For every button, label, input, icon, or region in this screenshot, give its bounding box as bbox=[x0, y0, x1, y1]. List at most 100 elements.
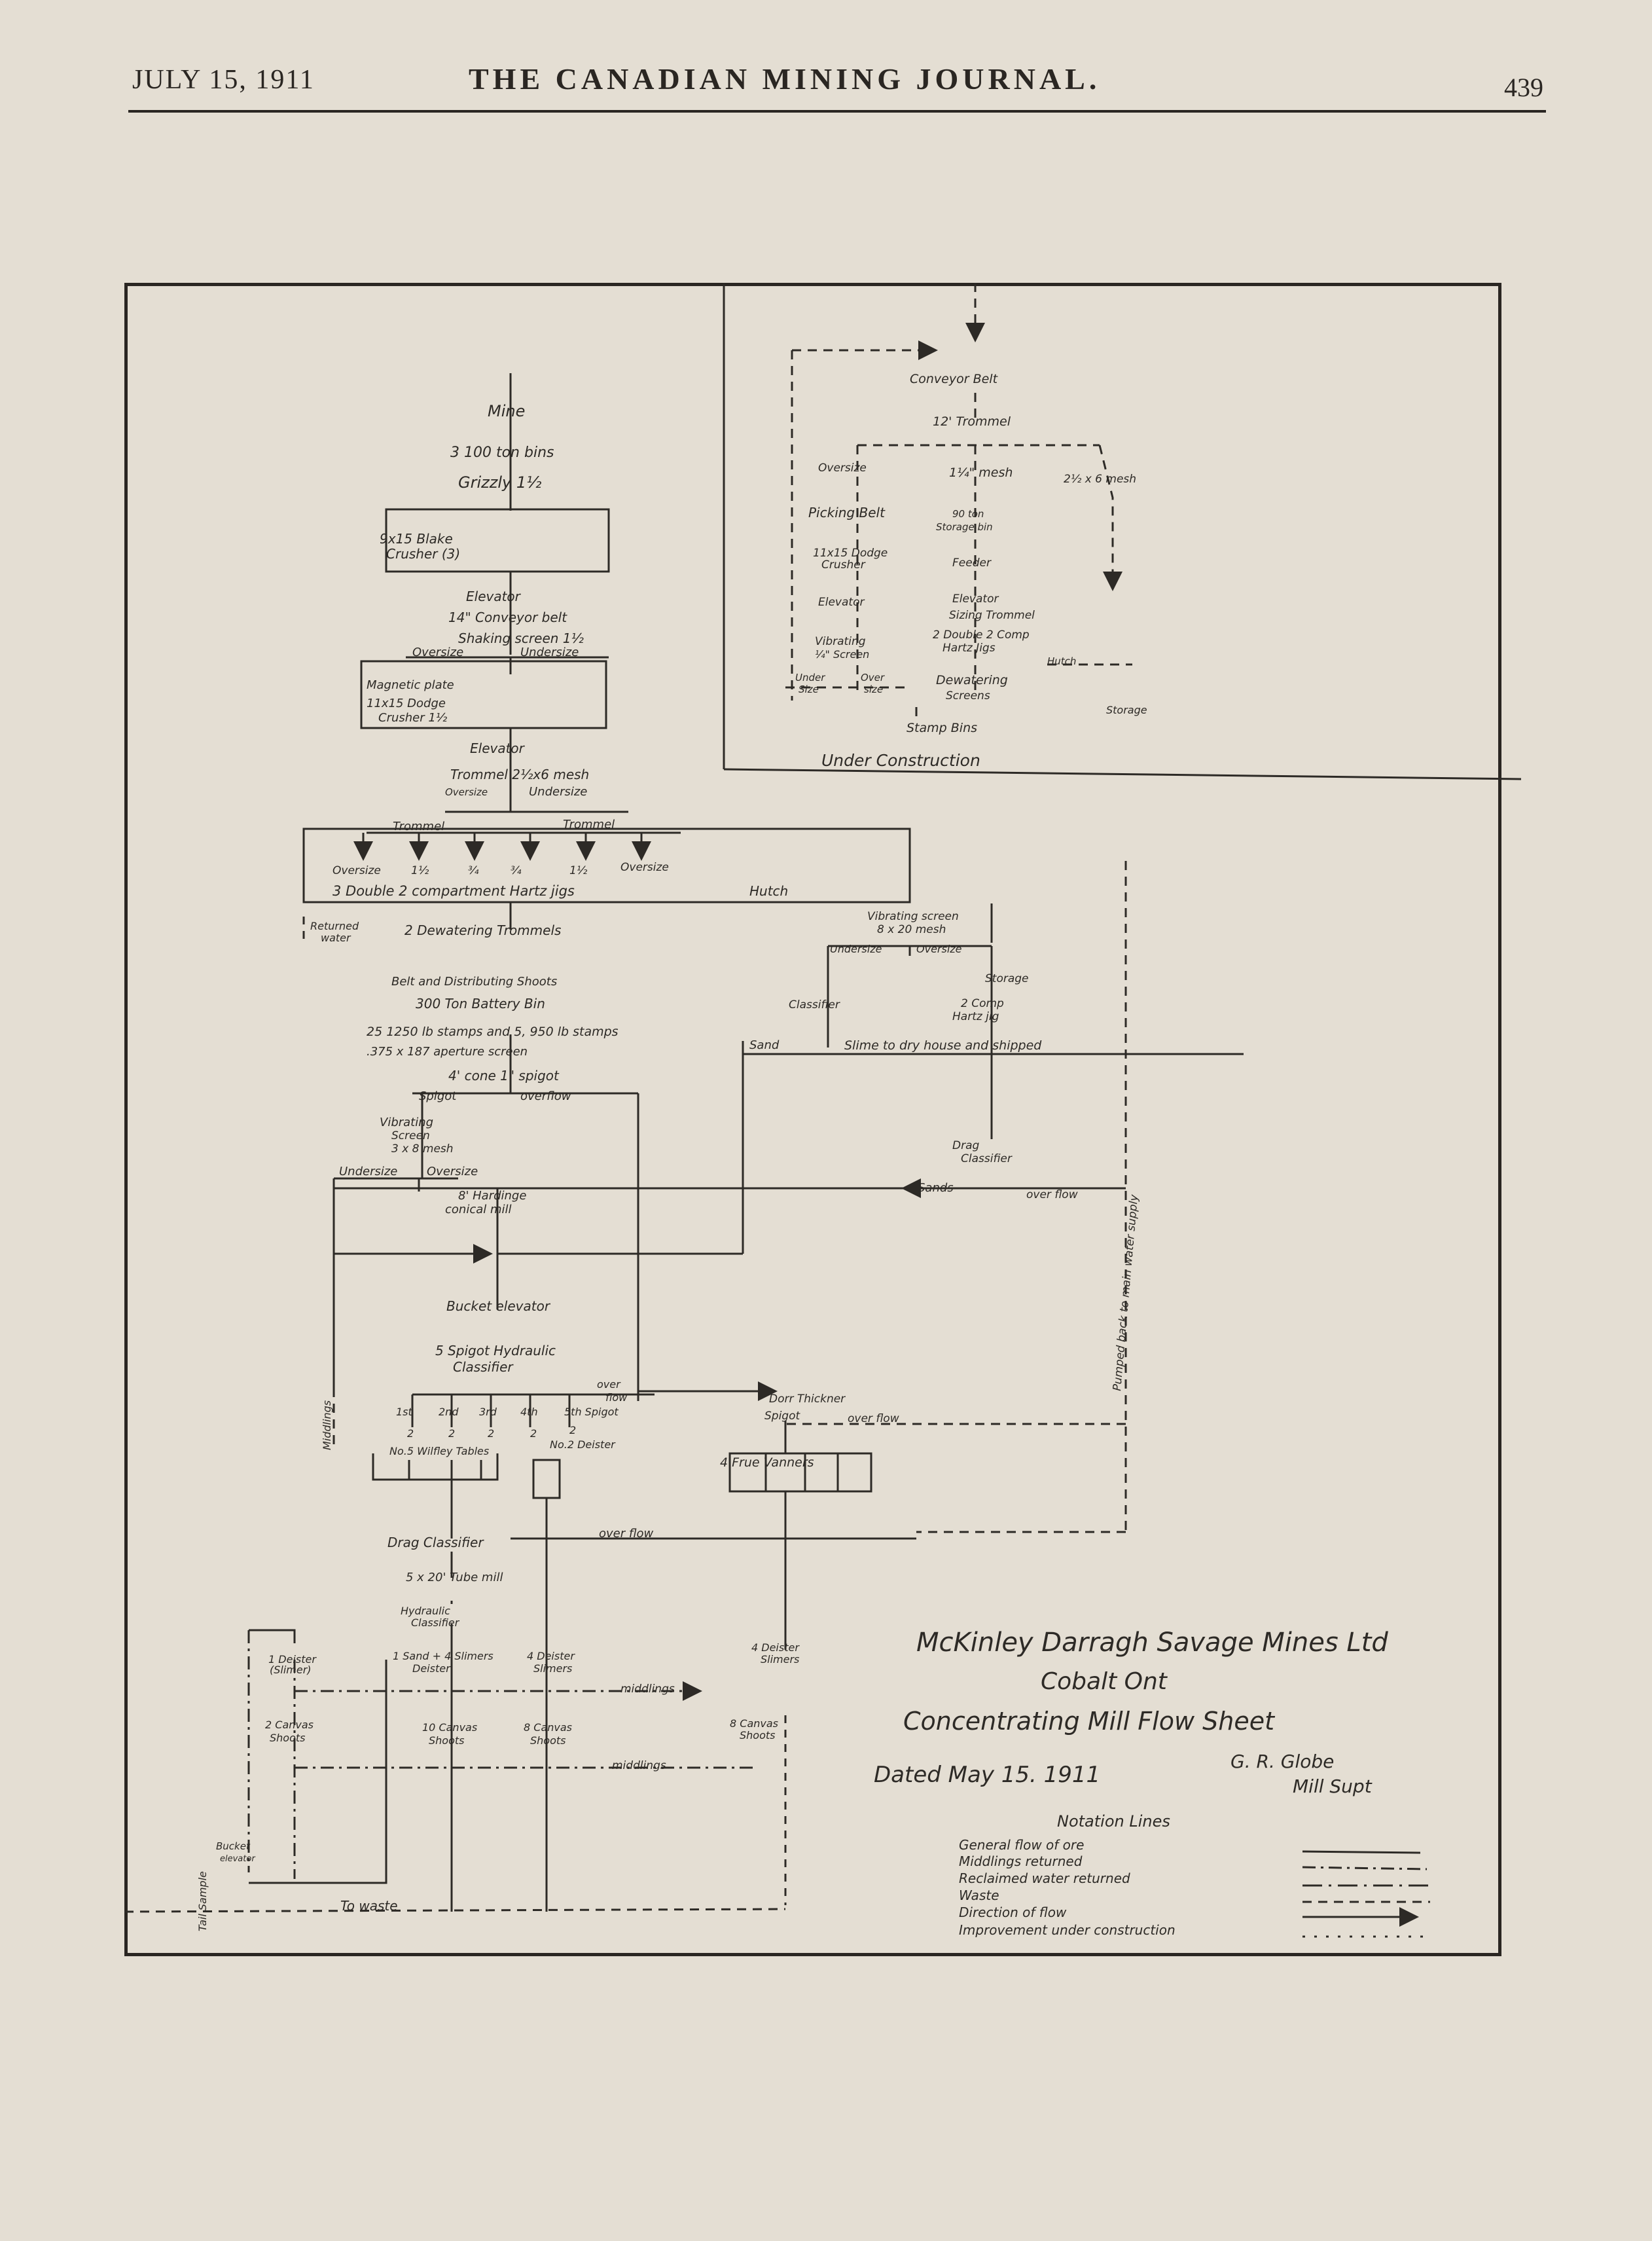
label-spigot-3: 3rd bbox=[479, 1406, 497, 1418]
inset-bin-a: 90 ton bbox=[952, 508, 984, 520]
label-r-pumped: Pumped back to main water supply bbox=[1111, 1193, 1141, 1392]
title-block: McKinley Darragh Savage Mines Ltd Cobalt… bbox=[874, 1628, 1388, 1797]
label-spigot-4: 4th bbox=[520, 1406, 538, 1418]
author: G. R. Globe bbox=[1230, 1751, 1334, 1772]
inset-storage: Storage bbox=[1106, 704, 1147, 716]
label-cone: 4' cone 1" spigot bbox=[448, 1068, 560, 1084]
inset-oversize: Oversize bbox=[818, 462, 867, 475]
label-wilfley: No.5 Wilfley Tables bbox=[389, 1445, 489, 1457]
label-d4-a: 4 Deister bbox=[751, 1641, 800, 1654]
label-oversize-1: Oversize bbox=[412, 646, 463, 659]
label-frue: 4 Frue Vanners bbox=[720, 1455, 814, 1470]
label-count-3: 2 bbox=[488, 1427, 494, 1440]
label-d3-a: 4 Deister bbox=[527, 1650, 575, 1662]
label-over-b: flow bbox=[605, 1391, 628, 1404]
legend-item: Waste bbox=[959, 1887, 999, 1903]
inset-vib-b: ¼" Screen bbox=[815, 648, 869, 661]
label-grizzly: Grizzly 1½ bbox=[458, 473, 541, 492]
inset-bin-b: Storage bin bbox=[936, 521, 993, 533]
inset-dodge-a: 11x15 Dodge bbox=[813, 547, 888, 560]
inset-labels: Conveyor Belt 12' Trommel Oversize 1¼" m… bbox=[795, 372, 1147, 770]
label-d4-b: Slimers bbox=[761, 1653, 799, 1666]
label-undersize-3: Undersize bbox=[339, 1165, 397, 1178]
label-spigot-5: 5th Spigot bbox=[564, 1406, 619, 1418]
label-r-undersize: Undersize bbox=[830, 943, 882, 955]
label-bins: 3 100 ton bins bbox=[450, 445, 554, 461]
label-trommel-left: Trommel bbox=[393, 820, 444, 833]
label-c4-b: Shoots bbox=[740, 1729, 775, 1741]
label-jigs: 3 Double 2 compartment Hartz jigs bbox=[332, 883, 575, 899]
label-hardinge-b: conical mill bbox=[445, 1203, 512, 1216]
label-t-oversize-left: Oversize bbox=[332, 864, 381, 877]
label-over-a: over bbox=[597, 1378, 621, 1391]
label-spigot: Spigot bbox=[419, 1089, 457, 1103]
inset-dew-b: Screens bbox=[946, 689, 990, 702]
label-r-drag-b: Classifier bbox=[961, 1152, 1013, 1165]
label-r-drag-a: Drag bbox=[952, 1139, 979, 1152]
label-dodge-a: 11x15 Dodge bbox=[367, 697, 446, 710]
label-t-oversize-right: Oversize bbox=[620, 861, 669, 874]
label-spigot-2: 2nd bbox=[439, 1406, 459, 1418]
label-r-oversize: Oversize bbox=[916, 943, 962, 955]
inset-stamp: Stamp Bins bbox=[907, 721, 977, 735]
label-belt: Belt and Distributing Shoots bbox=[391, 975, 557, 989]
inset-feeder: Feeder bbox=[952, 556, 992, 570]
label-r-storage: Storage bbox=[985, 972, 1029, 985]
notation-legend: Notation Lines General flow of ore Middl… bbox=[959, 1812, 1176, 1938]
label-c2-b: Shoots bbox=[429, 1734, 464, 1747]
label-c1-b: Shoots bbox=[270, 1732, 305, 1744]
label-spigot-1: 1st bbox=[396, 1406, 413, 1418]
flow-sheet-frame bbox=[124, 283, 1501, 1956]
label-count-2: 2 bbox=[448, 1427, 455, 1440]
inset-under-b: Size bbox=[799, 683, 819, 695]
label-c3-a: 8 Canvas bbox=[524, 1721, 572, 1734]
label-count-4: 2 bbox=[530, 1427, 537, 1440]
label-bucket-2-b: elevator bbox=[220, 1854, 256, 1864]
label-hutch: Hutch bbox=[749, 883, 788, 899]
label-tube: 5 x 20' Tube mill bbox=[406, 1571, 503, 1584]
flow-lines bbox=[124, 283, 1522, 1938]
main-flow-labels: Mine 3 100 ton bins Grizzly 1½ 9x15 Blak… bbox=[196, 402, 899, 1931]
label-d3-b: Slimers bbox=[533, 1662, 572, 1675]
label-c2-a: 10 Canvas bbox=[422, 1721, 477, 1734]
legend-item: Improvement under construction bbox=[959, 1922, 1176, 1938]
label-trommel-right: Trommel bbox=[563, 818, 615, 831]
label-r-slime: Slime to dry house and shipped bbox=[844, 1038, 1042, 1053]
label-returned-a: Returned bbox=[310, 920, 359, 932]
label-shaking: Shaking screen 1½ bbox=[458, 630, 584, 646]
label-drag: Drag Classifier bbox=[387, 1535, 484, 1550]
inset-hutch: Hutch bbox=[1047, 655, 1076, 667]
label-r-classifier: Classifier bbox=[789, 998, 840, 1011]
label-c4-a: 8 Canvas bbox=[730, 1717, 778, 1730]
journal-title: THE CANADIAN MINING JOURNAL. bbox=[469, 62, 1101, 96]
label-tail: Tail Sample bbox=[196, 1871, 209, 1931]
inset-jigs-b: Hartz Jigs bbox=[943, 642, 996, 655]
label-hydraulic-a: 5 Spigot Hydraulic bbox=[435, 1343, 556, 1358]
label-r-overflow: over flow bbox=[1026, 1188, 1078, 1201]
label-hydr2-a: Hydraulic bbox=[401, 1605, 450, 1617]
label-count-5: 2 bbox=[569, 1424, 576, 1436]
label-waste: To waste bbox=[340, 1898, 398, 1914]
label-overflow-1: overflow bbox=[520, 1089, 571, 1103]
legend-item: Reclaimed water returned bbox=[959, 1870, 1130, 1886]
label-dewatering: 2 Dewatering Trommels bbox=[404, 922, 561, 938]
label-elevator-1: Elevator bbox=[466, 589, 522, 604]
label-stamps: 25 1250 lb stamps and 5, 950 lb stamps bbox=[367, 1025, 619, 1039]
label-bucket: Bucket elevator bbox=[446, 1298, 551, 1314]
label-overflow-2: over flow bbox=[599, 1527, 654, 1540]
label-trommel: Trommel 2½x6 mesh bbox=[450, 767, 589, 782]
label-r-vib-a: Vibrating screen bbox=[867, 910, 959, 923]
label-mine: Mine bbox=[488, 402, 525, 420]
company-name: McKinley Darragh Savage Mines Ltd bbox=[916, 1628, 1388, 1658]
label-returned-b: water bbox=[321, 932, 351, 944]
label-undersize-1: Undersize bbox=[520, 646, 579, 659]
label-dorr-over: over flow bbox=[848, 1412, 899, 1425]
label-d1-b: (Slimer) bbox=[270, 1664, 312, 1676]
inset-conveyor: Conveyor Belt bbox=[910, 372, 999, 386]
inset-elevator-r: Elevator bbox=[952, 592, 999, 606]
label-middlings-3: middlings bbox=[612, 1759, 666, 1772]
dated: Dated May 15. 1911 bbox=[874, 1762, 1100, 1788]
label-aperture: .375 x 187 aperture screen bbox=[367, 1045, 528, 1059]
inset-elevator-l: Elevator bbox=[818, 596, 865, 609]
inset-vib-a: Vibrating bbox=[815, 635, 866, 648]
